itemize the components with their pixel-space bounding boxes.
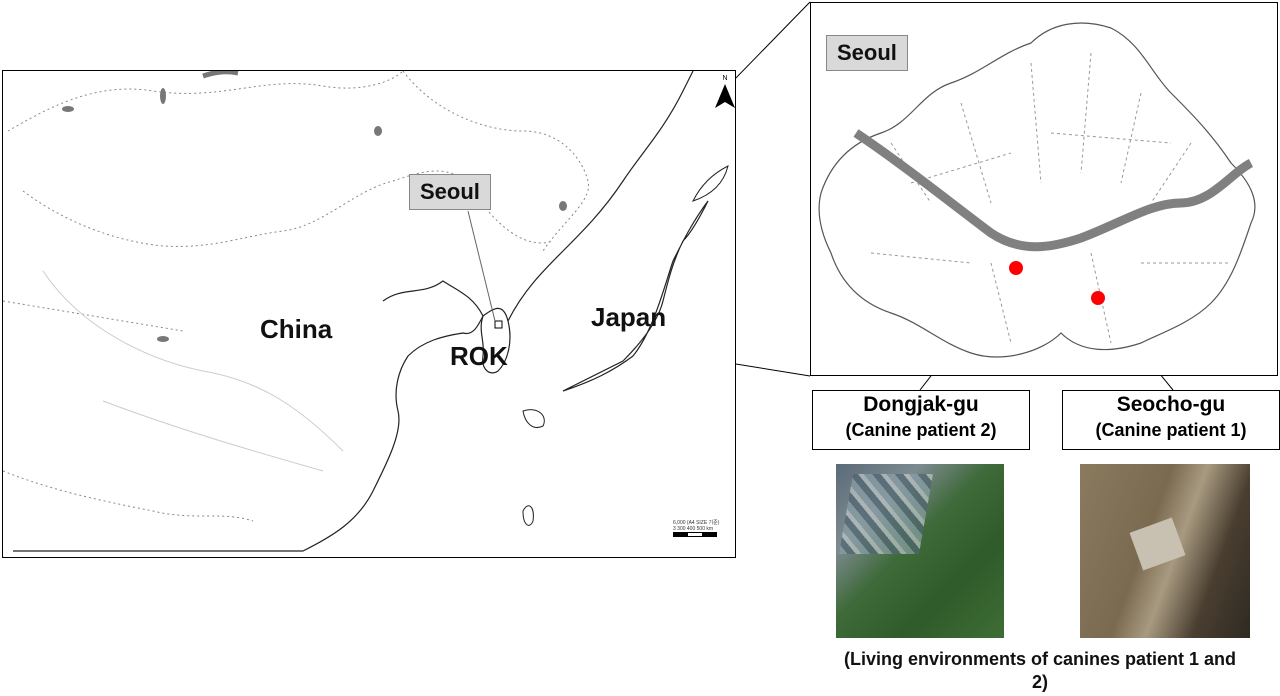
dongjak-satellite-photo [836, 464, 1004, 638]
seoul-inset-title: Seoul [826, 35, 908, 71]
dongjak-marker [1009, 261, 1023, 275]
east-asia-map: N Seoul China Japan ROK 6,000 (A4 SIZE 기… [2, 70, 736, 558]
scale-title: 6,000 (A4 SIZE 기준) [673, 520, 720, 526]
rok-label: ROK [450, 341, 508, 371]
caption-line-2: 2) [1031, 672, 1048, 692]
seoul-districts [818, 22, 1256, 358]
seoul-inset-map: Seoul [810, 2, 1278, 376]
seocho-subtitle: (Canine patient 1) [1095, 420, 1247, 440]
caption-line-1: (Living environments of canines patient … [843, 649, 1237, 669]
china-label: China [260, 314, 333, 344]
japan-label: Japan [591, 302, 667, 332]
scale-bar: 6,000 (A4 SIZE 기준) 3 300 400 500 km [673, 519, 733, 537]
seoul-label: Seoul [409, 174, 491, 210]
dongjak-subtitle: (Canine patient 2) [845, 420, 997, 440]
dongjak-box: Dongjak-gu (Canine patient 2) [812, 390, 1030, 450]
seocho-box: Seocho-gu (Canine patient 1) [1062, 390, 1280, 450]
seocho-marker [1091, 291, 1105, 305]
seocho-satellite-photo [1080, 464, 1250, 638]
scale-ticks: 3 300 400 500 km [673, 526, 714, 532]
seocho-name: Seocho-gu [1116, 393, 1226, 416]
north-label: N [722, 75, 728, 82]
north-arrow: N [713, 75, 737, 111]
dongjak-name: Dongjak-gu [863, 393, 979, 416]
figure-caption: (Living environments of canines patient … [800, 648, 1280, 694]
